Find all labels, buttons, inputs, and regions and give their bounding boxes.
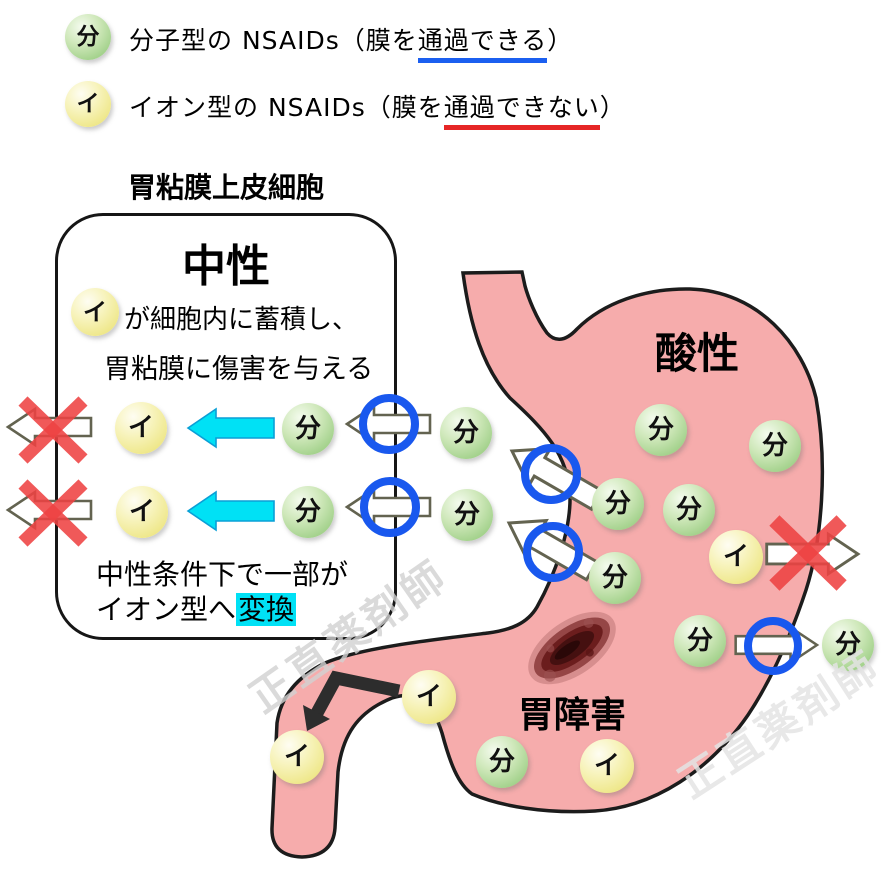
conversion-text-line1: 中性条件下で一部が — [96, 558, 349, 591]
molecular-nsaid-token: 分 — [65, 14, 111, 60]
legend-molecular-underlined: 通過できる — [417, 26, 548, 63]
ionic-nsaid-token: イ — [65, 81, 111, 127]
conversion-text-line2: イオン型へ変換 — [96, 588, 297, 628]
molecular-nsaid-token: 分 — [589, 552, 641, 604]
molecular-nsaid-token: 分 — [282, 403, 334, 455]
legend-ionic-label: イオン型の NSAIDs（膜を通過できない） — [129, 88, 626, 130]
ionic-nsaid-token: イ — [402, 670, 456, 724]
legend-molecular-suffix: ） — [547, 26, 574, 55]
molecular-nsaid-token: 分 — [749, 420, 801, 472]
legend-molecular-label: 分子型の NSAIDs（膜を通過できる） — [129, 21, 574, 63]
neutral-label: 中性 — [182, 241, 270, 292]
molecular-nsaid-token: 分 — [822, 619, 874, 671]
molecular-nsaid-token: 分 — [674, 615, 726, 667]
stomach-shape — [270, 270, 825, 859]
accumulation-text-line1: が細胞内に蓄積し、 — [124, 305, 359, 335]
legend-molecular-prefix: 分子型の NSAIDs（膜を — [129, 26, 418, 55]
molecular-nsaid-token: 分 — [440, 407, 492, 459]
legend-ionic-suffix: ） — [599, 93, 626, 122]
conversion-text-prefix: イオン型へ — [96, 593, 237, 626]
molecular-nsaid-token: 分 — [592, 478, 644, 530]
ionic-nsaid-token: イ — [270, 730, 324, 784]
conversion-highlighted-word: 変換 — [236, 593, 297, 626]
ionic-nsaid-token: イ — [115, 402, 167, 454]
molecular-nsaid-token: 分 — [441, 489, 493, 541]
molecular-nsaid-token: 分 — [663, 484, 715, 536]
legend-ionic-prefix: イオン型の NSAIDs（膜を — [129, 93, 444, 122]
legend-ionic-underlined: 通過できない — [443, 93, 600, 130]
molecular-nsaid-token: 分 — [476, 736, 528, 788]
molecular-nsaid-token: 分 — [635, 404, 687, 456]
ionic-nsaid-token: イ — [71, 288, 119, 336]
ionic-nsaid-token: イ — [116, 486, 168, 538]
ulcer-lesion — [528, 611, 616, 685]
acidic-label: 酸性 — [654, 329, 739, 378]
ionic-nsaid-token: イ — [580, 739, 634, 793]
cell-box-title: 胃粘膜上皮細胞 — [127, 171, 324, 204]
molecular-nsaid-token: 分 — [282, 486, 334, 538]
ionic-nsaid-token: イ — [709, 530, 763, 584]
gastric-damage-label: 胃障害 — [518, 695, 627, 736]
accumulation-text-line2: 胃粘膜に傷害を与える — [104, 354, 374, 385]
